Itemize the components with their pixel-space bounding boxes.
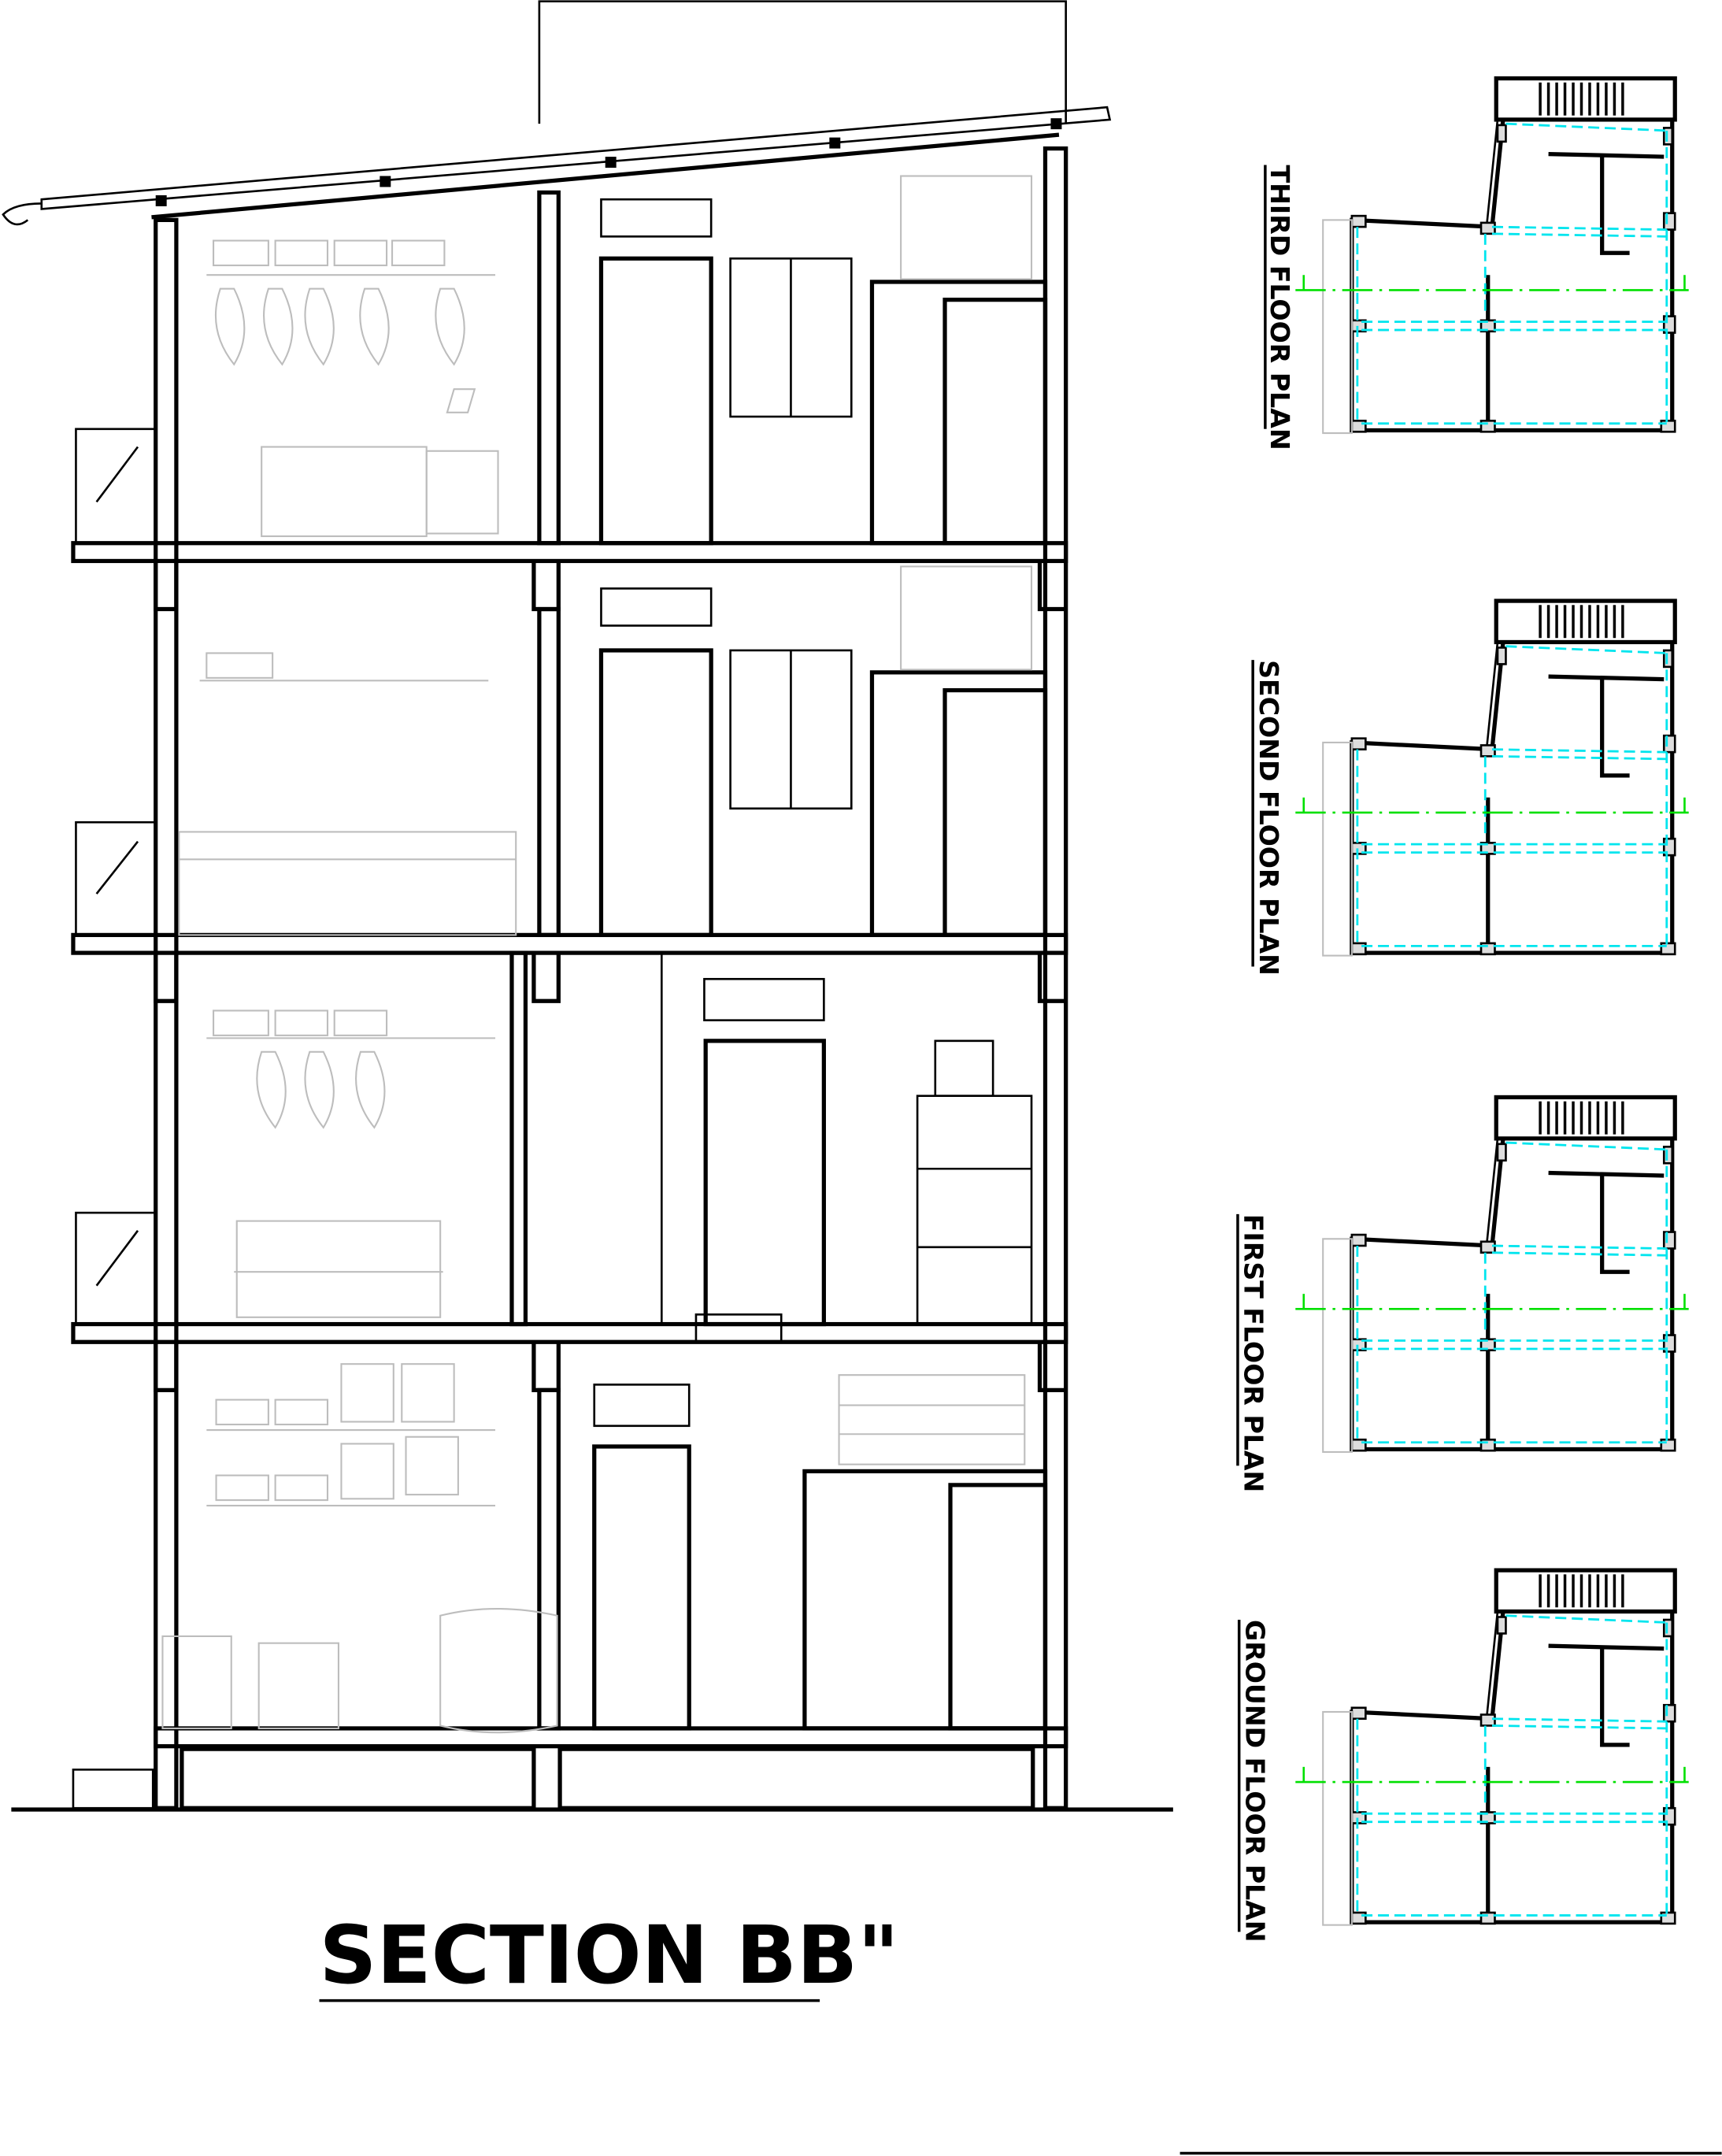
section-title: SECTION BB" — [320, 1909, 899, 2002]
third-floor-plan: THIRD FLOOR PLAN — [1264, 79, 1689, 450]
plan-label: THIRD FLOOR PLAN — [1265, 165, 1295, 450]
first-floor-plan: FIRST FLOOR PLAN — [1236, 1097, 1689, 1492]
plan-label: SECOND FLOOR PLAN — [1254, 660, 1284, 976]
second-floor-plan: SECOND FLOOR PLAN — [1251, 601, 1689, 976]
plan-label: GROUND FLOOR PLAN — [1239, 1620, 1270, 1943]
building-section — [2, 0, 1173, 1812]
plan-label: FIRST FLOOR PLAN — [1239, 1214, 1269, 1492]
gutter-icon — [2, 202, 42, 226]
ground-floor-plan: GROUND FLOOR PLAN — [1237, 1570, 1689, 1943]
